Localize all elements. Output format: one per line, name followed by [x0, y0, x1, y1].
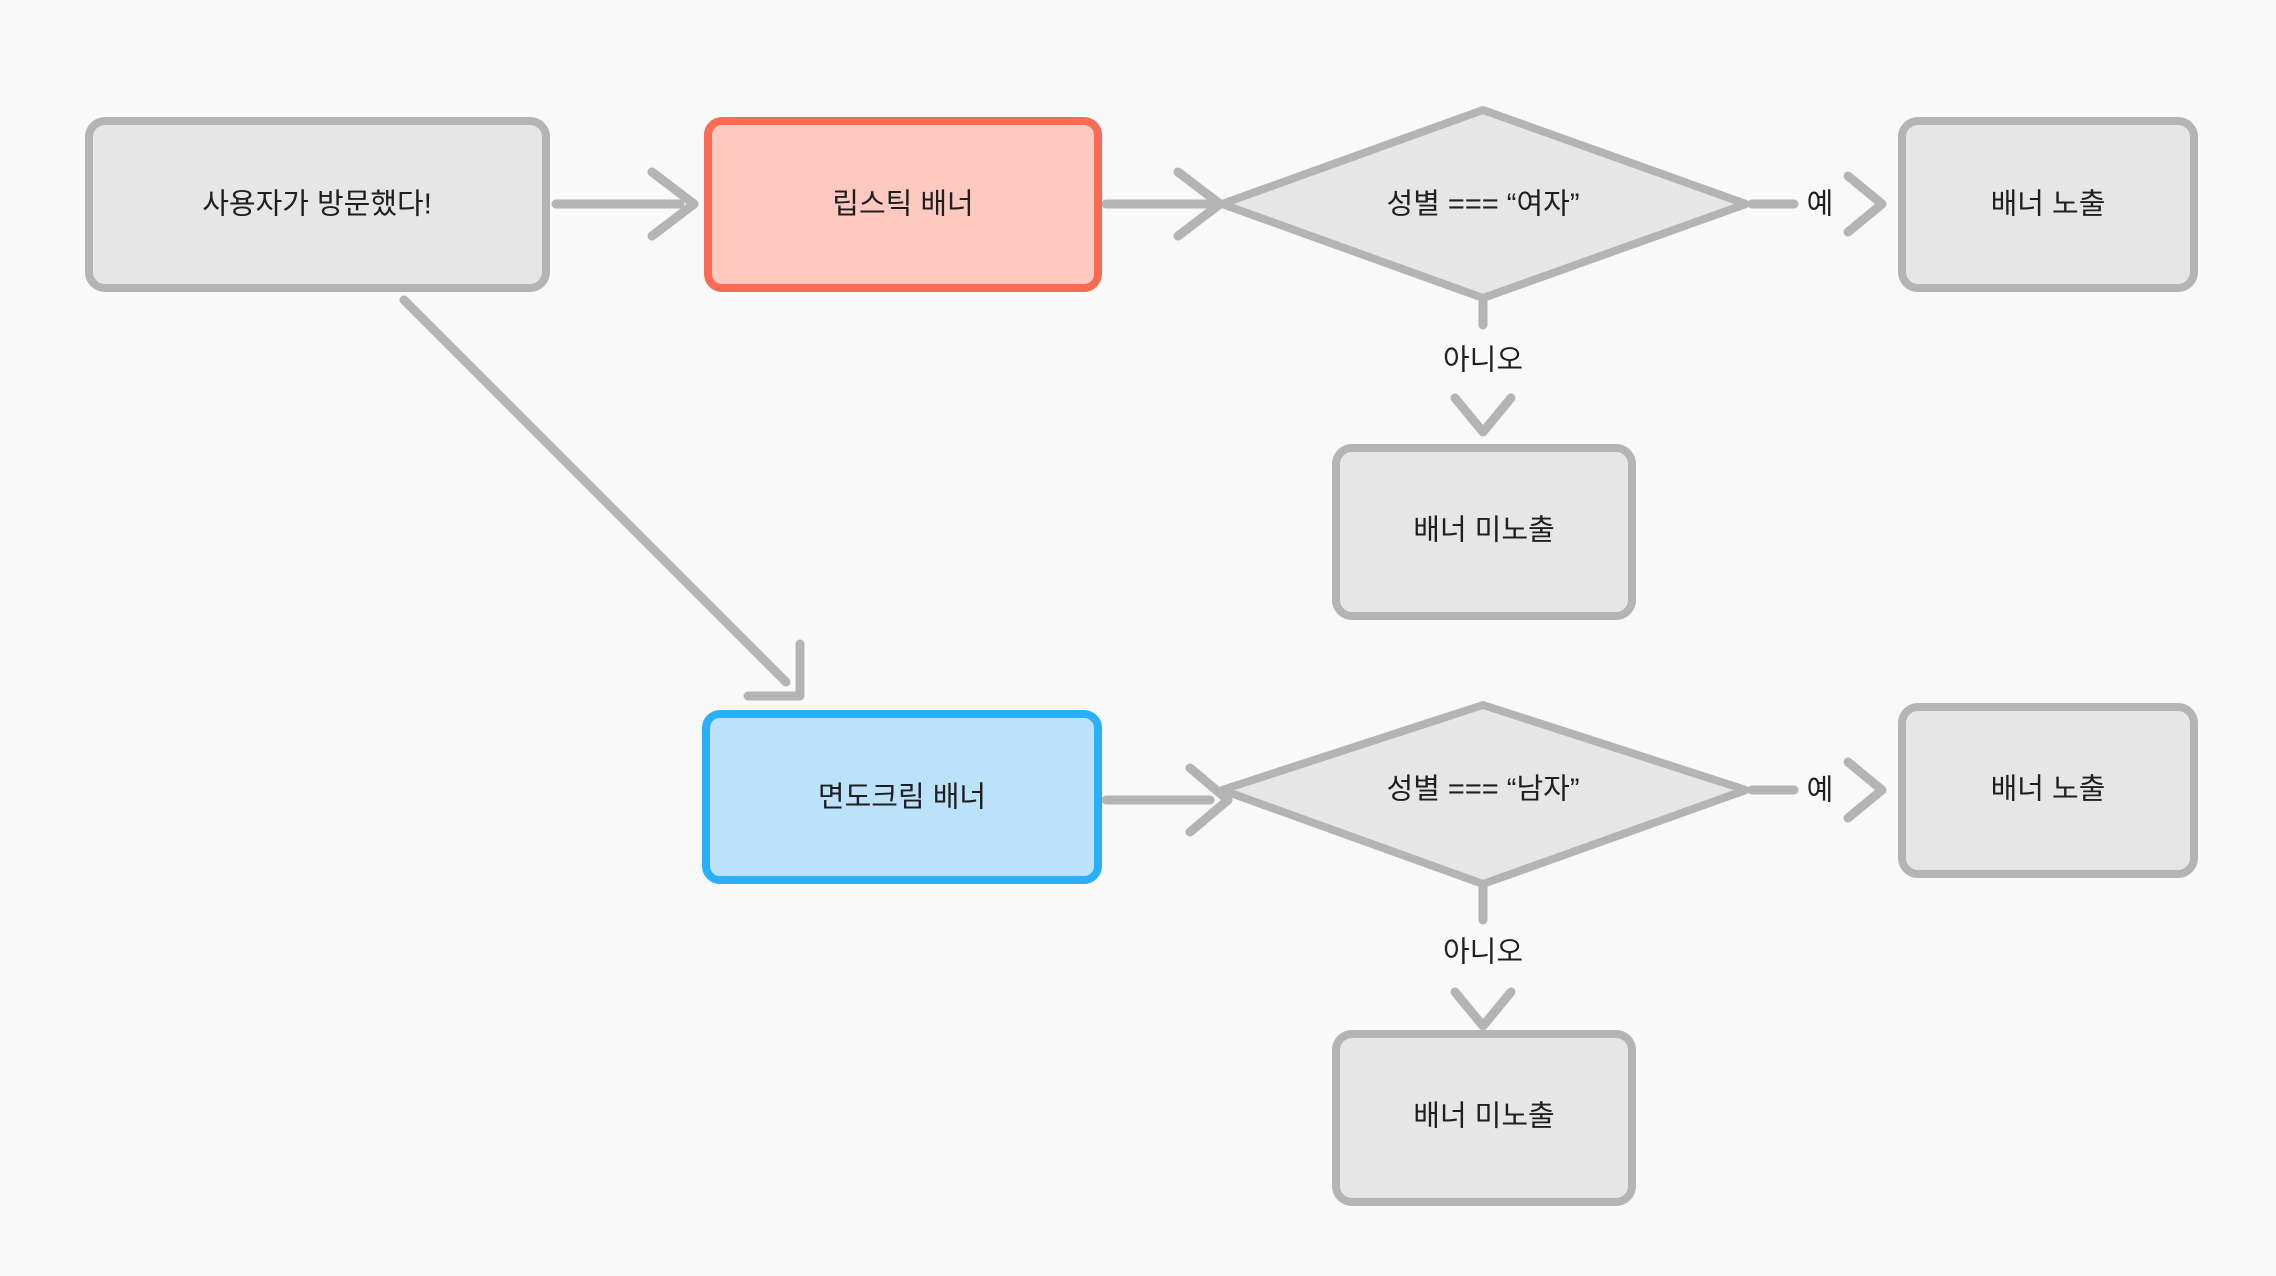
edge-label-no-bottom: 아니오 — [1443, 937, 1523, 969]
edge-cond-female-yes — [1747, 171, 1887, 237]
edge-lipstick-to-cond-female — [1101, 167, 1225, 241]
node-show-banner-male[interactable]: 배너 노출 — [1898, 703, 2198, 878]
edge-cond-male-yes — [1747, 757, 1887, 823]
node-shavecream-banner-label: 면도크림 배너 — [818, 781, 986, 814]
edge-label-yes-bottom: 예 — [1807, 775, 1834, 807]
node-show-banner-female[interactable]: 배너 노출 — [1898, 117, 2198, 292]
node-hide-banner-female-shape[interactable] — [1332, 444, 1636, 620]
node-cond-female-label: 성별 === “여자” — [1387, 189, 1580, 221]
node-lipstick-banner[interactable]: 립스틱 배너 — [704, 117, 1102, 292]
node-hide-banner-male-shape[interactable] — [1332, 1030, 1636, 1206]
node-hide-banner-female-label: 배너 미노출 — [1413, 514, 1554, 547]
edge-start-to-shavecream — [399, 295, 805, 701]
node-hide-banner-female[interactable]: 배너 미노출 — [1332, 444, 1636, 620]
edge-start-to-lipstick — [551, 167, 699, 241]
node-hide-banner-male[interactable]: 배너 미노출 — [1332, 1030, 1636, 1206]
node-show-banner-male-shape[interactable] — [1898, 703, 2198, 878]
node-start-label: 사용자가 방문했다! — [202, 189, 432, 221]
node-shavecream-banner-shape[interactable] — [702, 710, 1102, 884]
edge-label-no-top: 아니오 — [1443, 345, 1523, 377]
node-shavecream-banner[interactable]: 면도크림 배너 — [702, 710, 1102, 884]
node-show-banner-female-shape[interactable] — [1898, 117, 2198, 292]
node-cond-male-shape[interactable] — [1218, 701, 1750, 888]
node-start[interactable]: 사용자가 방문했다! — [85, 117, 550, 292]
node-cond-male[interactable]: 성별 === “남자” — [1218, 701, 1750, 888]
node-start-shape[interactable] — [85, 117, 550, 292]
node-lipstick-banner-shape[interactable] — [704, 117, 1102, 292]
edge-shavecream-to-cond-male — [1101, 763, 1233, 837]
node-cond-female-shape[interactable] — [1218, 106, 1750, 302]
node-cond-male-label: 성별 === “남자” — [1387, 774, 1580, 806]
node-hide-banner-male-label: 배너 미노출 — [1413, 1100, 1554, 1133]
edge-label-yes-top: 예 — [1807, 189, 1834, 221]
node-show-banner-female-label: 배너 노출 — [1991, 188, 2106, 221]
node-show-banner-male-label: 배너 노출 — [1991, 773, 2106, 806]
node-cond-female[interactable]: 성별 === “여자” — [1218, 106, 1750, 302]
node-lipstick-banner-label: 립스틱 배너 — [832, 188, 973, 221]
